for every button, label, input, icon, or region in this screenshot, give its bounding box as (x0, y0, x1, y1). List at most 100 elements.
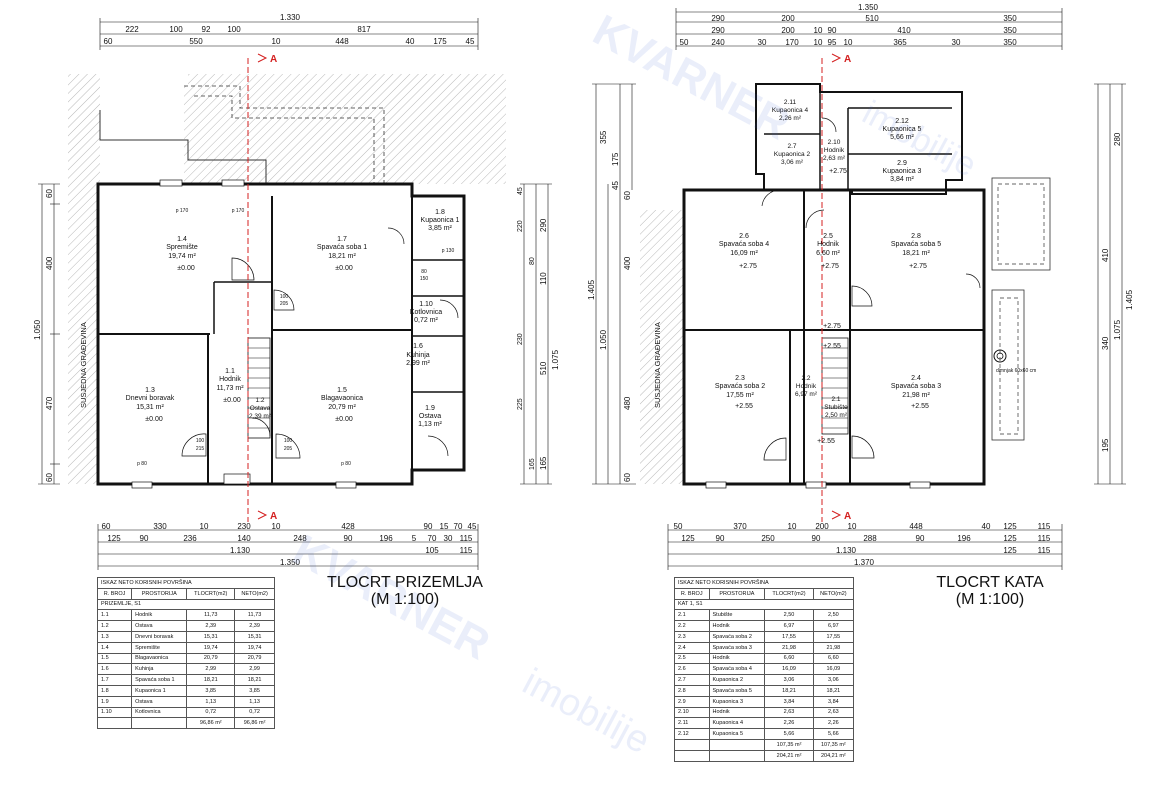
dim: 350 (1003, 26, 1017, 35)
table-caption: ISKAZ NETO KORISNIH POVRŠINA (674, 577, 854, 589)
svg-text:Spremište: Spremište (166, 244, 198, 251)
svg-text:+2.55: +2.55 (735, 403, 753, 410)
svg-text:2.4: 2.4 (911, 375, 921, 382)
dim: 1.350 (280, 558, 301, 567)
neighbour-label: SUSJEDNA GRAĐEVINA (79, 322, 88, 408)
table-header: TLOCRT(m2) (764, 587, 814, 600)
room-2-8: 2.8 Spavaća soba 5 18,21 m² +2.75 (891, 233, 941, 270)
room-1-6: 1.6 Kuhinja 2,99 m² (406, 343, 430, 367)
dim: 290 (711, 14, 725, 23)
dim: 45 (517, 187, 524, 195)
dim: 222 (125, 25, 139, 34)
ground-scale: (M 1:100) (370, 591, 440, 608)
room-2-12: 2.12 Kupaonica 5 5,66 m² (883, 118, 922, 141)
dim: 70 (428, 534, 437, 543)
svg-text:Hodnik: Hodnik (796, 383, 817, 390)
dim: 410 (1101, 248, 1110, 262)
upper-right-dims (1094, 83, 1126, 485)
svg-text:2.8: 2.8 (911, 233, 921, 240)
dim: 220 (517, 220, 524, 232)
dim: 165 (539, 456, 548, 470)
dim: 1.405 (1125, 289, 1134, 310)
svg-text:Kupaonica 5: Kupaonica 5 (883, 126, 922, 133)
svg-text:Kupaonica 3: Kupaonica 3 (883, 168, 922, 175)
dim: 1.050 (33, 319, 42, 340)
level-mark: +2.75 (829, 168, 847, 175)
dim: 230 (237, 522, 251, 531)
svg-text:2.6: 2.6 (739, 233, 749, 240)
ground-right-dims (520, 183, 552, 485)
dim: 196 (379, 534, 393, 543)
dim: 195 (1101, 438, 1110, 452)
dim: 60 (45, 189, 54, 198)
svg-text:Ostava: Ostava (419, 413, 441, 420)
room-2-7: 2.7 Kupaonica 2 3,06 m² (774, 143, 811, 166)
dim: 90 (140, 534, 149, 543)
dim: 10 (844, 38, 853, 47)
room-2-10: 2.10 Hodnik 2,63 m² (823, 139, 846, 162)
svg-text:6,97 m²: 6,97 m² (795, 391, 818, 398)
svg-text:p 170: p 170 (232, 208, 245, 214)
upper-top-dims (675, 8, 1063, 50)
svg-text:2,63 m²: 2,63 m² (823, 155, 846, 162)
dim: 248 (293, 534, 307, 543)
svg-text:6,60 m²: 6,60 m² (816, 250, 840, 257)
upper-floor-plan: dimnjak 60x60 cm A A SU (587, 3, 1134, 570)
table-caption: ISKAZ NETO KORISNIH POVRŠINA (97, 577, 275, 589)
svg-text:1.7: 1.7 (337, 236, 347, 243)
floor-scale: (M 1:100) (955, 591, 1025, 608)
svg-text:imobilije: imobilije (516, 661, 657, 763)
dim: 10 (272, 37, 281, 46)
dim: 170 (785, 38, 799, 47)
svg-text:1.5: 1.5 (337, 387, 347, 394)
svg-text:100: 100 (284, 438, 293, 444)
svg-text:±0.00: ±0.00 (223, 397, 241, 404)
dim: 817 (357, 25, 371, 34)
dim: 480 (623, 396, 632, 410)
dim: 230 (517, 333, 524, 345)
dim: 40 (982, 522, 991, 531)
svg-text:+2.75: +2.75 (821, 263, 839, 270)
dim: 225 (517, 398, 524, 410)
ground-left-dims (38, 183, 60, 485)
room-2-2: 2.2 Hodnik 6,97 m² (795, 375, 818, 398)
ground-floor-plan: A A SUSJEDNA GRAĐEVINA 1.4 Spremište 19,… (33, 13, 560, 570)
dim: 45 (468, 522, 477, 531)
room-2-11: 2.11 Kupaonica 4 2,26 m² (772, 99, 809, 122)
svg-text:100: 100 (196, 438, 205, 444)
svg-text:Kotlovnica: Kotlovnica (410, 309, 442, 316)
svg-text:2.9: 2.9 (897, 160, 907, 167)
dim: 175 (433, 37, 447, 46)
svg-text:p 170: p 170 (176, 208, 189, 214)
dim: 240 (711, 38, 725, 47)
ground-title-block: TLOCRT PRIZEMLJA (M 1:100) (300, 574, 510, 608)
dim: 40 (406, 37, 415, 46)
dim: 60 (623, 473, 632, 482)
svg-text:205: 205 (280, 301, 289, 307)
table-header: NETO(m2) (234, 587, 275, 600)
dim: 125 (681, 534, 695, 543)
svg-text:Hodnik: Hodnik (817, 241, 839, 248)
svg-text:1.10: 1.10 (419, 301, 433, 308)
floor-title-block: TLOCRT KATA (M 1:100) (905, 574, 1075, 608)
dim: 95 (828, 38, 837, 47)
svg-text:1.6: 1.6 (413, 343, 423, 350)
svg-text:19,74 m²: 19,74 m² (168, 253, 196, 260)
dim: 330 (153, 522, 167, 531)
upper-left-dims (592, 83, 636, 485)
svg-text:p 130: p 130 (442, 248, 455, 254)
svg-text:150: 150 (420, 276, 429, 282)
dim: 428 (341, 522, 355, 531)
svg-text:1.8: 1.8 (435, 209, 445, 216)
ground-title: TLOCRT PRIZEMLJA (327, 574, 483, 591)
room-2-3: 2.3 Spavaća soba 2 17,55 m² +2.55 (715, 375, 765, 410)
